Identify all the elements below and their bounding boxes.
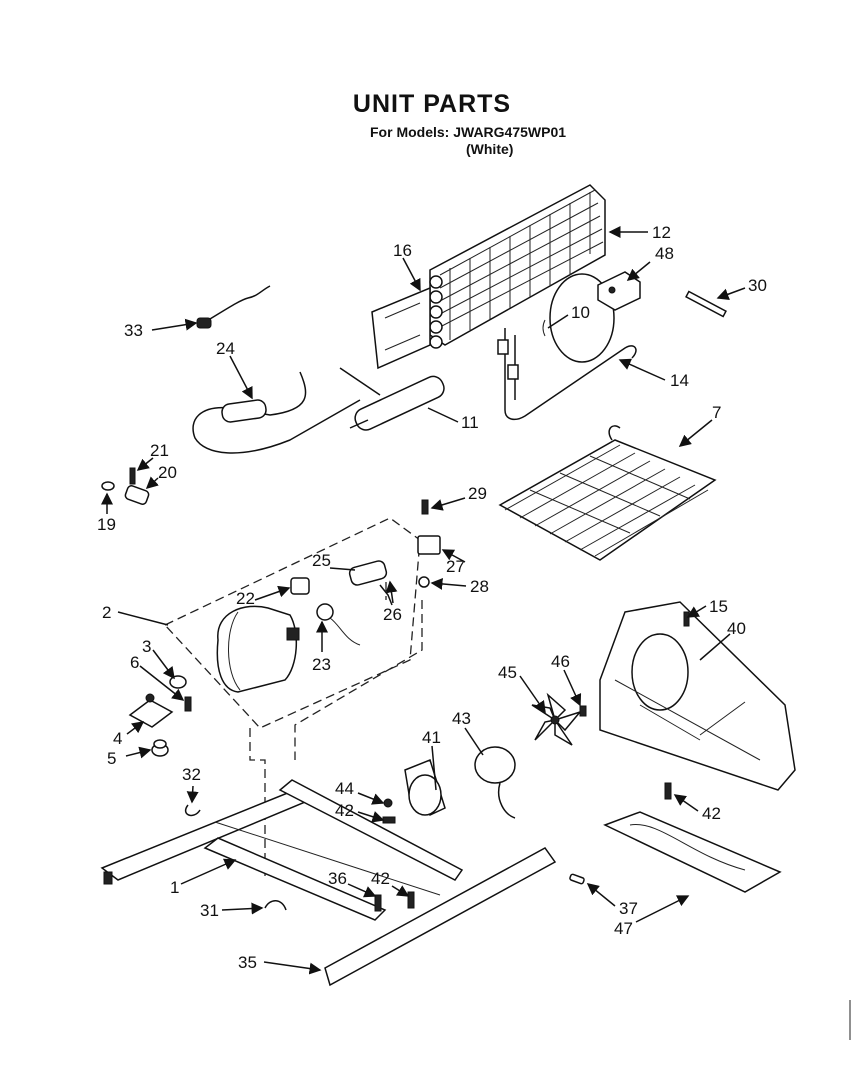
strip-30: [685, 290, 727, 318]
relay-cover-25: [348, 560, 388, 586]
washer-44: [383, 798, 393, 808]
callout-19: 19: [97, 515, 116, 534]
callout-45: 45: [498, 663, 517, 682]
callout-24: 24: [216, 339, 235, 358]
callout-27: 27: [446, 557, 465, 576]
callout-30: 30: [748, 276, 767, 295]
model-info: For Models: JWARG475WP01 (White): [370, 124, 566, 158]
screw-42-right: [664, 782, 672, 800]
machine-compartment-panel: [599, 601, 796, 791]
drier: [349, 375, 445, 431]
callout-10: 10: [571, 303, 590, 322]
callout-23: 23: [312, 655, 331, 674]
condenser-coil: [429, 184, 606, 349]
callout-16: 16: [393, 241, 412, 260]
fan-motor-bracket: [404, 759, 446, 816]
clip-26: [379, 584, 393, 606]
screw-42-left: [382, 816, 396, 824]
callout-5: 5: [107, 749, 116, 768]
condenser-frame: [371, 286, 431, 370]
callout-33: 33: [124, 321, 143, 340]
callout-labels: 12 16 48 30 10 33 24 11 14 7 21 20 19 29…: [97, 223, 767, 972]
nut-46: [579, 705, 587, 717]
callout-37: 37: [619, 899, 638, 918]
compressor-mount-parts: [128, 675, 192, 757]
callout-25: 25: [312, 551, 331, 570]
capillary-tube: [192, 367, 381, 454]
callout-4: 4: [113, 729, 122, 748]
screw-37: [569, 873, 585, 885]
drain-pan: [603, 811, 782, 893]
models-line: For Models: JWARG475WP01: [370, 124, 567, 140]
callout-31: 31: [200, 901, 219, 920]
callout-28: 28: [470, 577, 489, 596]
compressor-group-boundary: [163, 517, 421, 729]
callout-22: 22: [236, 589, 255, 608]
callout-14: 14: [670, 371, 689, 390]
screw-42-lower: [407, 891, 415, 909]
relay-23: [316, 603, 361, 646]
terminal-27-28-29: [417, 499, 441, 588]
color-variant: (White): [466, 141, 514, 157]
callout-43: 43: [452, 709, 471, 728]
leader-lines: [101, 226, 746, 975]
overload-cover-22: [290, 577, 310, 595]
callout-20: 20: [158, 463, 177, 482]
callout-12: 12: [652, 223, 671, 242]
callout-42-a: 42: [335, 801, 354, 820]
callout-42-b: 42: [702, 804, 721, 823]
callout-42-c: 42: [371, 869, 390, 888]
screw-36: [374, 894, 382, 912]
drain-heater-tube: [497, 328, 637, 421]
callout-15: 15: [709, 597, 728, 616]
base-frame: [100, 779, 464, 921]
callout-21: 21: [150, 441, 169, 460]
evaporator-coil: [498, 425, 717, 561]
callout-7: 7: [712, 403, 721, 422]
callout-3: 3: [142, 637, 151, 656]
compressor: [216, 605, 300, 693]
callout-11: 11: [461, 413, 479, 432]
callout-32: 32: [182, 765, 201, 784]
callout-46: 46: [551, 652, 570, 671]
fan-motor: [474, 746, 516, 819]
callout-47: 47: [614, 919, 633, 938]
clip-31: [264, 900, 287, 911]
diagram-title: UNIT PARTS: [352, 90, 512, 118]
callout-29: 29: [468, 484, 487, 503]
clip-32: [184, 804, 201, 817]
callout-40: 40: [727, 619, 746, 638]
callout-2: 2: [102, 603, 111, 622]
bracket-48: [597, 271, 641, 311]
callout-1: 1: [170, 878, 179, 897]
callout-44: 44: [335, 779, 354, 798]
callout-36: 36: [328, 869, 347, 888]
clamp-19-20-21: [101, 467, 150, 505]
callout-48: 48: [655, 244, 674, 263]
callout-26: 26: [383, 605, 402, 624]
callout-6: 6: [130, 653, 139, 672]
power-cord: [196, 285, 271, 329]
callout-41: 41: [422, 728, 441, 747]
mounting-rail: [324, 847, 557, 987]
callout-35: 35: [238, 953, 257, 972]
